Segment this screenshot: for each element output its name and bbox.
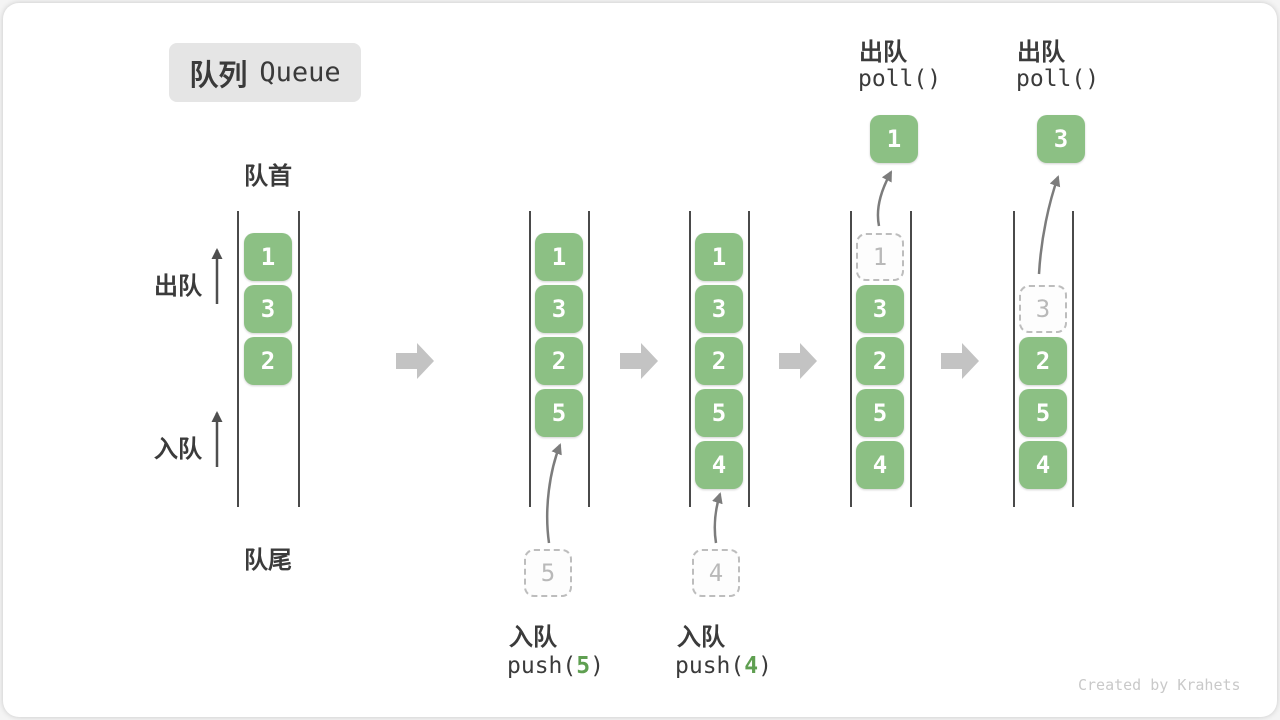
label-dequeue-side: 出队: [154, 273, 202, 300]
column3-rail-right: [748, 211, 750, 507]
column2-rail-left: [529, 211, 531, 507]
queue-cell: 2: [695, 337, 743, 385]
enqueue5-arrow: [545, 443, 562, 544]
enqueue5-label: 入队: [509, 624, 557, 651]
poll2-label: 出队: [1017, 39, 1065, 66]
queue-cell: 2: [1019, 337, 1067, 385]
queue-cell: 5: [856, 389, 904, 437]
code-fn: push(: [507, 653, 577, 679]
ghost-cell: 3: [1019, 285, 1067, 333]
queue-cell: 4: [856, 441, 904, 489]
enqueue4-arrow: [712, 492, 723, 544]
code-arg: 4: [744, 653, 759, 679]
queue-cell: 4: [1019, 441, 1067, 489]
extracted-cell: 1: [870, 115, 918, 163]
queue-cell: 1: [535, 233, 583, 281]
queue-cell: 5: [1019, 389, 1067, 437]
column1-rail-left: [237, 211, 239, 507]
block-arrow-3: [779, 343, 817, 379]
queue-cell: 5: [535, 389, 583, 437]
queue-cell: 2: [856, 337, 904, 385]
enqueue4-label: 入队: [677, 624, 725, 651]
code-close: ): [758, 653, 772, 679]
column2-rail-right: [588, 211, 590, 507]
label-enqueue-side: 入队: [154, 436, 202, 463]
feeder-cell: 5: [524, 549, 572, 597]
code-fn: push(: [675, 653, 745, 679]
extracted-cell: 3: [1037, 115, 1085, 163]
queue-cell: 3: [856, 285, 904, 333]
title-zh: 队列: [189, 59, 248, 92]
queue-cell: 2: [244, 337, 292, 385]
poll2-code: poll(): [1016, 66, 1100, 92]
block-arrow-2: [620, 343, 658, 379]
label-queue-rear: 队尾: [244, 547, 292, 574]
code-close: ): [590, 653, 604, 679]
queue-cell: 3: [244, 285, 292, 333]
watermark: Created by Krahets: [1078, 676, 1241, 694]
feeder-cell: 4: [692, 549, 740, 597]
queue-cell: 1: [244, 233, 292, 281]
title-badge: 队列 Queue: [169, 43, 361, 102]
queue-cell: 5: [695, 389, 743, 437]
column3-rail-left: [689, 211, 691, 507]
queue-cell: 4: [695, 441, 743, 489]
enqueue4-code: push(4): [675, 653, 772, 679]
queue-cell: 3: [535, 285, 583, 333]
queue-cell: 3: [695, 285, 743, 333]
poll1-label: 出队: [859, 39, 907, 66]
poll1-code: poll(): [858, 66, 942, 92]
label-queue-front: 队首: [244, 163, 292, 190]
column5-rail-right: [1072, 211, 1074, 507]
column4-rail-left: [850, 211, 852, 507]
poll2-arrow: [1037, 175, 1061, 275]
column5-rail-left: [1013, 211, 1015, 507]
ghost-cell: 1: [856, 233, 904, 281]
block-arrow-1: [396, 343, 434, 379]
queue-cell: 1: [695, 233, 743, 281]
block-arrow-4: [941, 343, 979, 379]
enqueue5-code: push(5): [507, 653, 604, 679]
code-arg: 5: [576, 653, 591, 679]
column1-rail-right: [298, 211, 300, 507]
poll1-arrow: [876, 170, 893, 227]
title-en: Queue: [259, 57, 341, 88]
column4-rail-right: [910, 211, 912, 507]
queue-cell: 2: [535, 337, 583, 385]
